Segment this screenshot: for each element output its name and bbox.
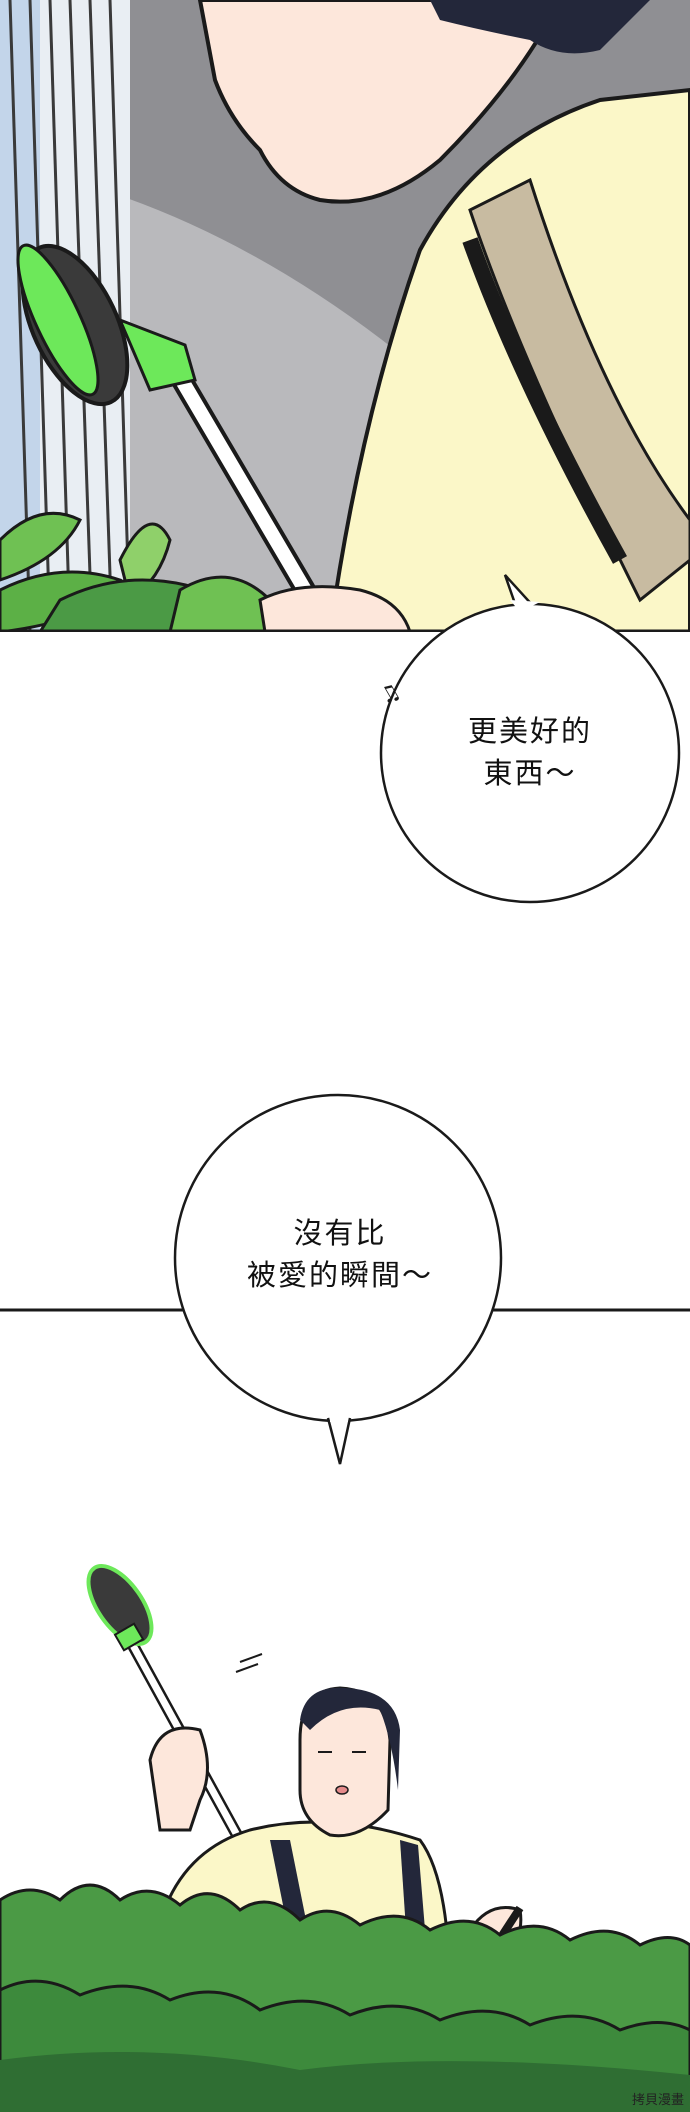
man-figure <box>197 0 690 632</box>
bushes <box>0 1883 690 2112</box>
motion-marks <box>235 1653 263 1673</box>
light-gray-band <box>70 180 420 632</box>
panel-top-illustration <box>0 0 690 632</box>
bush-shadow <box>0 2052 690 2112</box>
watermark-label: 拷貝漫畫 <box>631 2093 684 2108</box>
speech-bubble-2-text: 沒有比 被愛的瞬間～ <box>210 1212 470 1296</box>
svg-text:♫: ♫ <box>376 679 406 711</box>
speech-bubble-1-text: 更美好的 東西～ <box>430 710 630 794</box>
bubble-1-line-2: 東西～ <box>483 756 577 790</box>
bubble-1-line-1: 更美好的 <box>467 714 592 748</box>
man-figure-2 <box>148 1686 524 2003</box>
bubble-2-line-2: 被愛的瞬間～ <box>246 1258 433 1292</box>
cleaning-tool-2 <box>86 1564 306 1956</box>
bubble-2-line-1: 沒有比 <box>293 1216 387 1250</box>
cleaning-tool <box>16 243 316 601</box>
green-leaves <box>0 511 272 632</box>
